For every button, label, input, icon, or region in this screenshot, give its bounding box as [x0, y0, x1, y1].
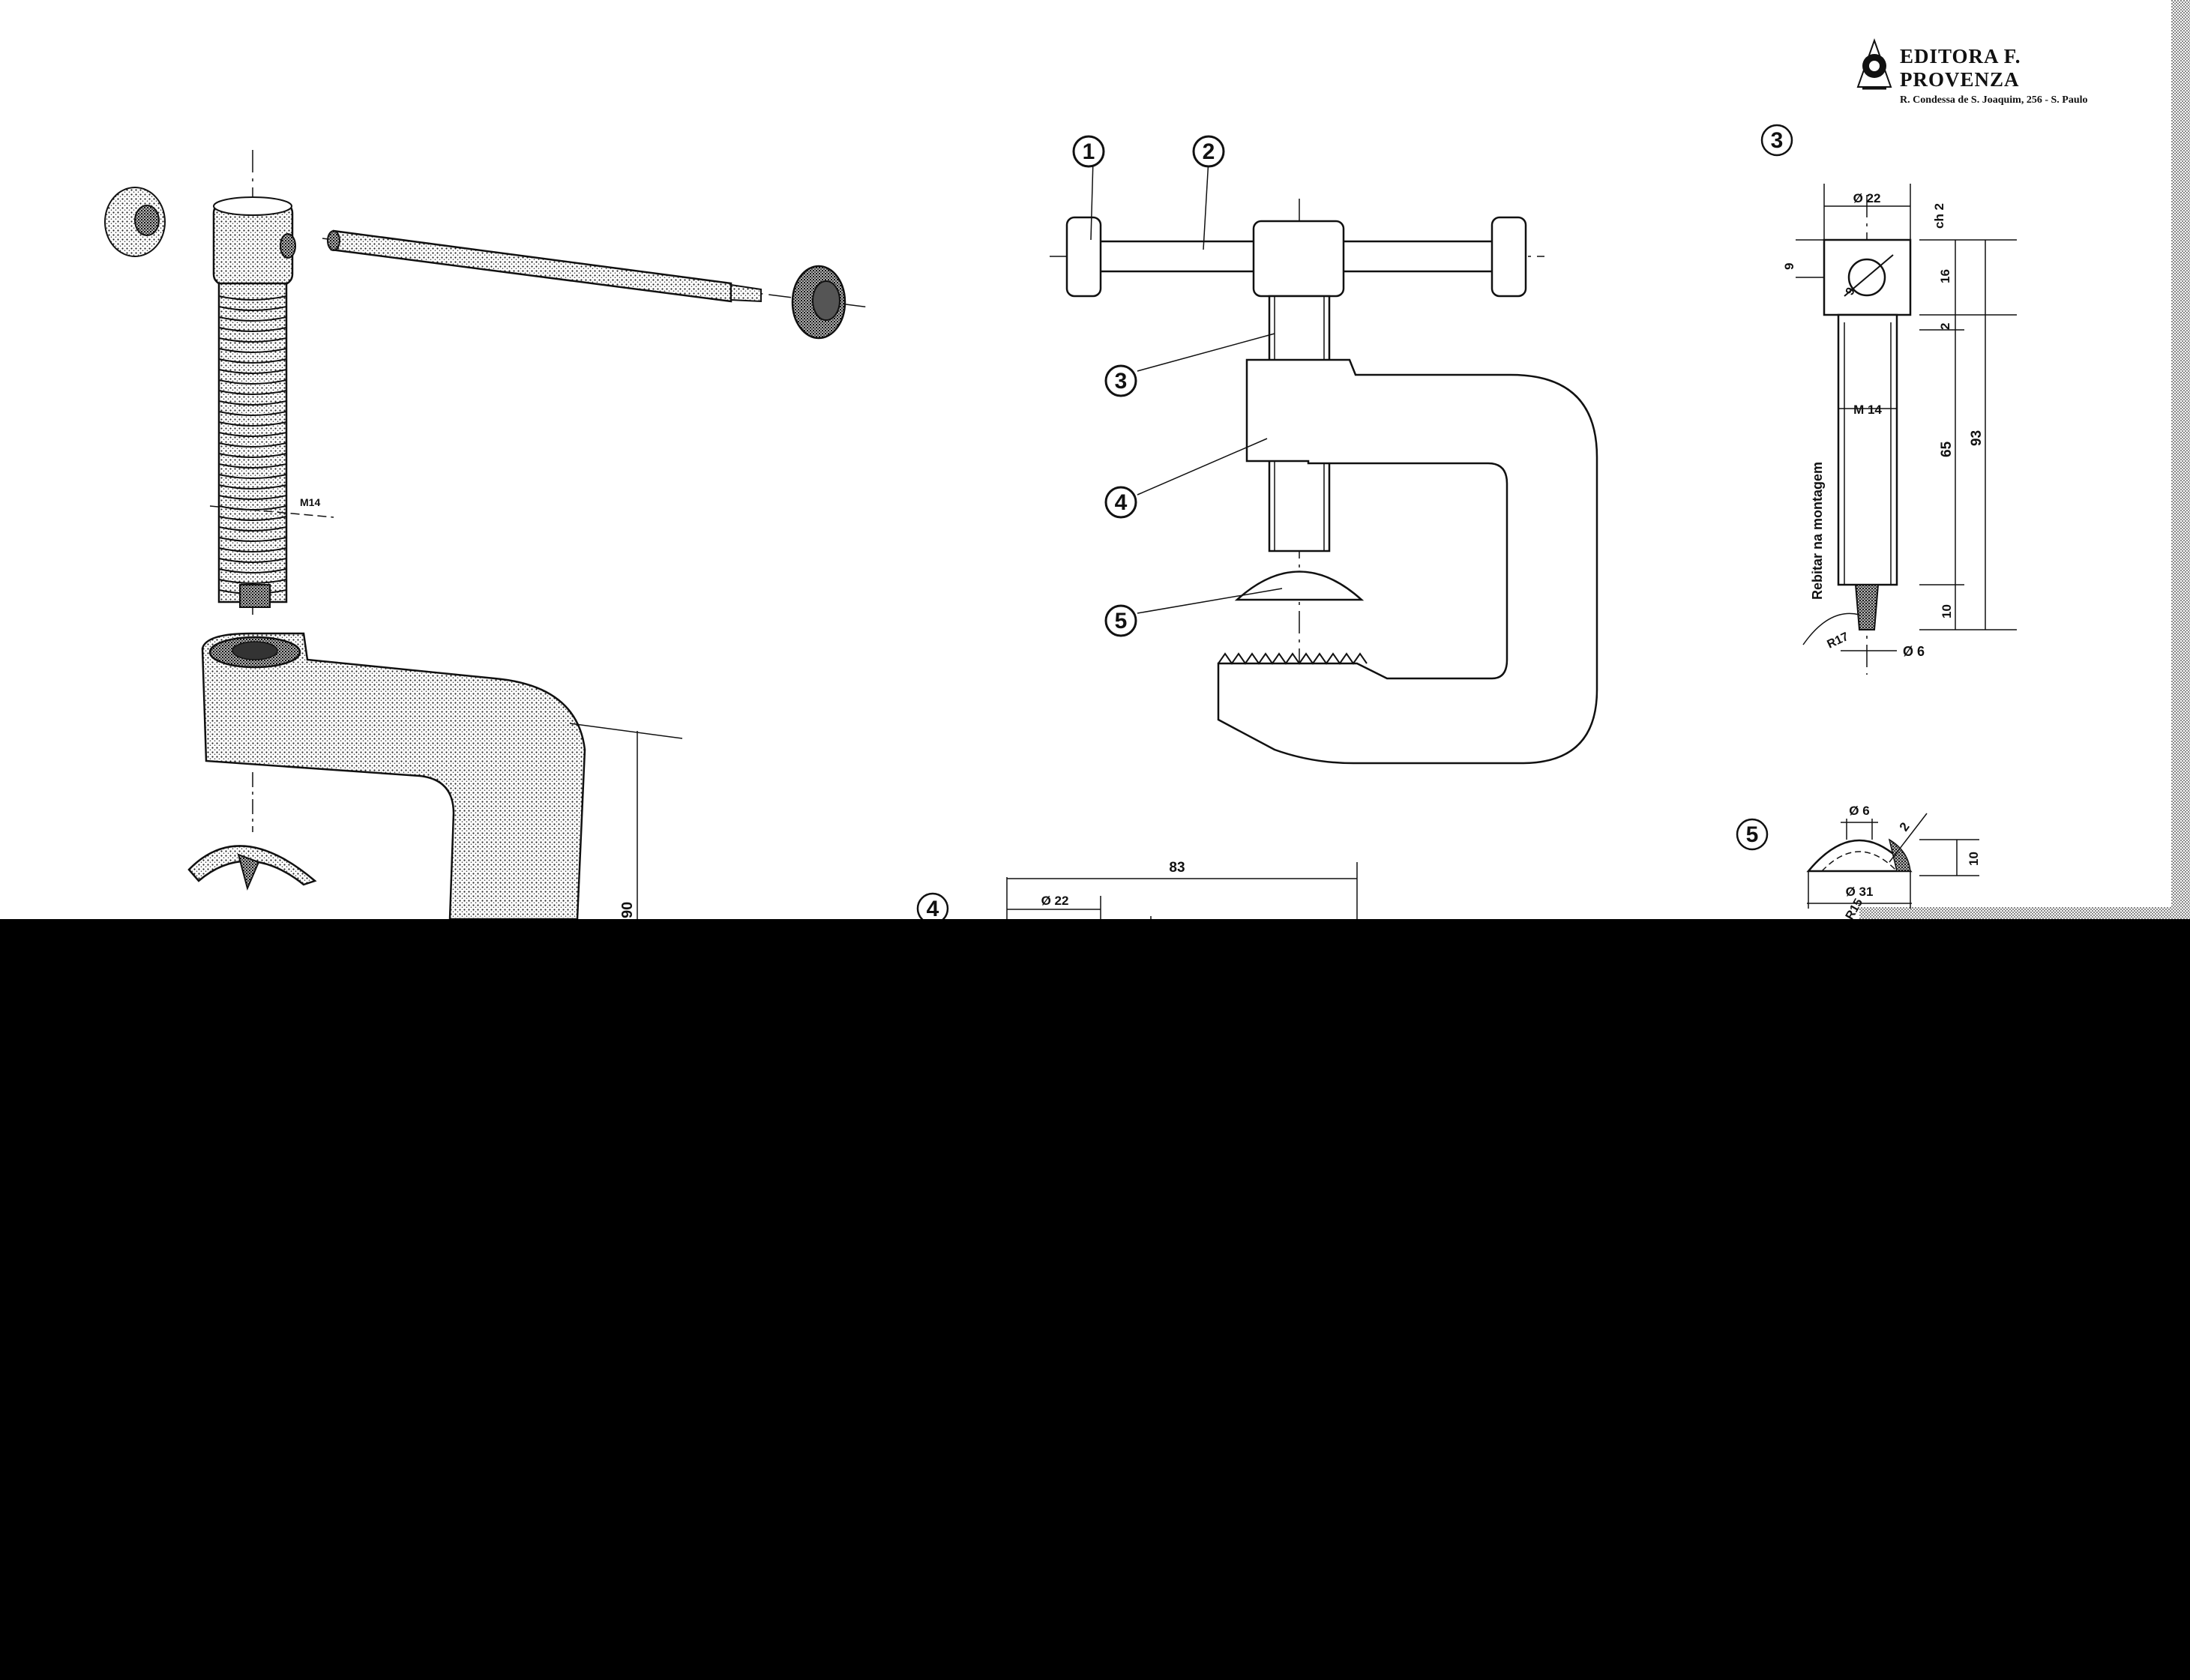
detail-5: 5 Ø 6 10 Ø 31 2 R15 — [1736, 804, 1981, 919]
detail-3-thread: M 14 — [1853, 403, 1882, 417]
svg-text:2: 2 — [1203, 139, 1215, 164]
thread-line — [218, 579, 287, 584]
thread-line — [218, 400, 287, 406]
thread-line — [218, 421, 287, 427]
detail-5-dim2: 2 — [1897, 820, 1913, 834]
svg-text:3: 3 — [1115, 369, 1128, 394]
assembly-view: 1 2 3 4 5 — [1050, 135, 1598, 765]
detail-3-total93: 93 — [1969, 430, 1985, 446]
detail-3-tip-diameter: Ø 6 — [1903, 644, 1925, 659]
svg-text:1: 1 — [1083, 139, 1095, 164]
scan-edge-strip-bottom — [1859, 907, 2190, 919]
thread-line — [218, 547, 287, 553]
thread-line — [218, 568, 287, 573]
balloon-2: 2 — [1192, 135, 1225, 168]
thread-line — [218, 411, 287, 416]
thread-line — [218, 295, 287, 301]
detail-3-head-height: 9 — [1782, 263, 1796, 270]
thread-line — [218, 358, 287, 364]
svg-text:5: 5 — [1746, 822, 1759, 847]
pad-part — [187, 845, 317, 891]
provenza-logo-icon — [1856, 38, 1892, 90]
detail-3-chamfer: ch 2 — [1932, 203, 1946, 229]
detail-3-balloon: 3 — [1760, 124, 1793, 157]
technical-drawing: M14 90 — [104, 0, 2190, 919]
thread-line — [218, 558, 287, 563]
svg-text:5: 5 — [1115, 609, 1128, 633]
publisher-block: EDITORA F. PROVENZA R. Condessa de S. Jo… — [1900, 45, 2125, 106]
thread-line — [218, 316, 287, 322]
detail-4-balloon: 4 — [916, 892, 949, 919]
thread-line — [218, 442, 287, 448]
detail-4-length: 83 — [1169, 860, 1185, 876]
detail-3-dim2: 2 — [1938, 323, 1952, 330]
svg-text:3: 3 — [1771, 128, 1784, 153]
detail-4: 4 83 Ø 22 — [916, 860, 1358, 919]
thread-line — [218, 369, 287, 374]
detail-3-dim16: 16 — [1938, 269, 1952, 283]
thread-line — [218, 390, 287, 395]
detail-3-length65: 65 — [1939, 441, 1955, 457]
thread-line — [218, 306, 287, 311]
detail-4-diameter: Ø 22 — [1041, 894, 1069, 908]
detail-3: 3 Ø 22 ch 2 9 9 16 2 M 14 65 93 10 Rebit… — [1760, 124, 2017, 675]
exploded-thread-label: M14 — [300, 496, 320, 508]
thread-line — [218, 379, 287, 385]
thread-line — [218, 327, 287, 332]
thread-line — [218, 348, 287, 353]
detail-3-diameter: Ø 22 — [1853, 191, 1881, 205]
publisher-name: EDITORA F. PROVENZA — [1900, 45, 2021, 91]
detail-5-height: 10 — [1967, 852, 1981, 866]
thread-line — [218, 526, 287, 532]
exploded-height-label: 90 — [619, 902, 636, 918]
cap-part — [104, 187, 166, 257]
detail-5-diameter: Ø 31 — [1846, 885, 1874, 899]
svg-text:4: 4 — [927, 897, 939, 919]
thread-line — [218, 484, 287, 490]
thread-line — [218, 337, 287, 343]
frame-part: 90 — [201, 632, 683, 919]
publisher-address: R. Condessa de S. Joaquim, 256 - S. Paul… — [1900, 94, 2088, 106]
detail-5-balloon: 5 — [1736, 818, 1769, 851]
detail-3-radius: R17 — [1826, 630, 1851, 651]
balloon-4: 4 — [1104, 486, 1137, 519]
balloon-3: 3 — [1104, 364, 1137, 397]
pin-part — [322, 229, 870, 308]
svg-text:4: 4 — [1115, 490, 1128, 515]
detail-5-hole-diameter: Ø 6 — [1849, 804, 1869, 818]
thread-line — [218, 495, 287, 500]
balloon-5: 5 — [1104, 604, 1137, 637]
thread-line — [218, 516, 287, 521]
drawing-sheet: M14 90 — [0, 0, 2190, 919]
black-area — [0, 919, 2190, 1680]
thread-line — [218, 432, 287, 437]
thread-line — [218, 463, 287, 469]
thread-line — [218, 474, 287, 479]
exploded-view: M14 90 — [104, 150, 870, 919]
scan-edge-strip — [2171, 0, 2190, 919]
thread-line — [218, 453, 287, 458]
detail-3-rivet-note: Rebitar na montagem — [1810, 462, 1825, 600]
balloon-1: 1 — [1072, 135, 1105, 168]
thread-line — [218, 537, 287, 542]
detail-3-dim10: 10 — [1940, 604, 1954, 618]
cap-part-right — [791, 265, 846, 340]
screw-part: M14 — [209, 150, 334, 615]
